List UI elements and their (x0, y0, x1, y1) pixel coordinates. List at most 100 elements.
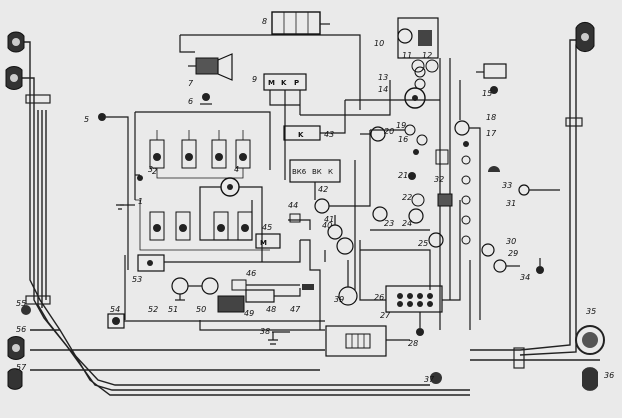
label-53: 53 (132, 275, 142, 284)
label-57: 57 (16, 363, 27, 372)
ground-3 (135, 174, 143, 181)
tail-lamp-35 (575, 325, 605, 355)
relay42-vk6: ВК6 (292, 168, 307, 176)
relay42-vk: ВК (312, 168, 322, 176)
fuse45-label: M (260, 239, 267, 247)
switch-26-27 (359, 200, 461, 313)
label-10: 10 (374, 39, 384, 48)
label-6: 6 (188, 97, 193, 106)
coil-46-48 (217, 279, 314, 313)
label-23: 23 (384, 219, 394, 228)
headlamp-56 (7, 336, 25, 360)
lamp-28 (416, 312, 424, 336)
switch9-m: M (268, 79, 275, 87)
label-13: 13 (378, 73, 388, 82)
label-19: 19 (396, 121, 406, 130)
ground-38 (268, 331, 290, 345)
fuse-block-8 (179, 11, 361, 110)
tail-lamp-36 (582, 367, 598, 391)
label-3: 3 (148, 165, 153, 174)
lamp-47-bottom (430, 372, 442, 384)
label-32: 32 (434, 175, 444, 184)
instruments-right (360, 58, 560, 330)
left-fuse-blocks (134, 111, 271, 251)
label-34: 34 (520, 273, 530, 282)
label-43: 43 (324, 130, 334, 139)
label-11: 11 (402, 51, 412, 60)
label-52: 52 (148, 305, 158, 314)
lamp-5 (98, 113, 129, 270)
label-29: 29 (508, 249, 518, 258)
connector-53 (137, 240, 301, 272)
component-labels: 1 2 3 4 5 6 7 8 9 10 11 12 13 14 15 16 1… (16, 17, 614, 384)
socket-15 (476, 63, 507, 94)
switch-39 (338, 260, 358, 306)
label-42: 42 (318, 185, 328, 194)
ground-2 (116, 204, 135, 210)
label-28: 28 (408, 339, 418, 348)
switch-6 (200, 93, 212, 105)
lamp-57 (7, 368, 23, 390)
label-56: 56 (16, 325, 26, 334)
label-9: 9 (252, 75, 257, 84)
gauge-41 (314, 130, 371, 214)
label-24: 24 (402, 219, 412, 228)
label-18: 18 (486, 113, 496, 122)
label-2: 2 (152, 167, 157, 176)
switch9-p: P (294, 79, 299, 87)
left-harness (18, 41, 470, 396)
label-27: 27 (380, 311, 391, 320)
relay-42: ВК6 ВК К (289, 159, 341, 200)
label-31: 31 (506, 199, 516, 208)
label-50: 50 (196, 305, 206, 314)
switch-9: M K P (263, 73, 307, 180)
label-22: 22 (402, 193, 412, 202)
label-37: 37 (424, 375, 435, 384)
socket-54 (107, 313, 325, 329)
label-21: 21 (398, 171, 408, 180)
label-55: 55 (16, 299, 26, 308)
label-8: 8 (262, 17, 267, 26)
label-7: 7 (188, 79, 194, 88)
headlamp-top-right (575, 21, 595, 53)
label-5: 5 (84, 115, 89, 124)
label-41: 41 (324, 215, 334, 224)
label-51: 51 (168, 305, 178, 314)
label-16: 16 (398, 135, 408, 144)
label-35: 35 (586, 307, 596, 316)
label-26: 26 (374, 293, 384, 302)
cross-wires (124, 80, 440, 331)
horn-7 (188, 53, 233, 81)
relay43-label: K (298, 131, 304, 139)
label-17: 17 (486, 129, 497, 138)
label-54: 54 (110, 305, 120, 314)
label-49: 49 (244, 309, 254, 318)
relay42-k: К (328, 168, 333, 176)
switch-40 (324, 215, 354, 262)
headlamp-top-left (7, 31, 25, 53)
switch-44 (288, 213, 311, 230)
switch9-k: K (281, 79, 287, 87)
gauges-50-52 (171, 277, 219, 301)
component-10-11 (397, 17, 439, 73)
label-40: 40 (322, 221, 332, 230)
lamp-55 (21, 305, 31, 315)
label-14: 14 (378, 85, 388, 94)
label-4: 4 (234, 165, 239, 174)
label-12: 12 (422, 51, 432, 60)
fuse-box-45: M (255, 233, 281, 249)
label-39: 39 (334, 295, 344, 304)
label-48: 48 (266, 305, 276, 314)
label-30: 30 (506, 237, 516, 246)
label-15: 15 (482, 89, 492, 98)
label-33: 33 (502, 181, 512, 190)
label-36: 36 (604, 371, 614, 380)
headlamp-mid-left (5, 66, 23, 90)
relay-43: K (283, 100, 346, 141)
label-46: 46 (246, 269, 256, 278)
connector-37 (325, 325, 410, 357)
label-47: 47 (290, 305, 301, 314)
label-1: 1 (138, 197, 143, 206)
